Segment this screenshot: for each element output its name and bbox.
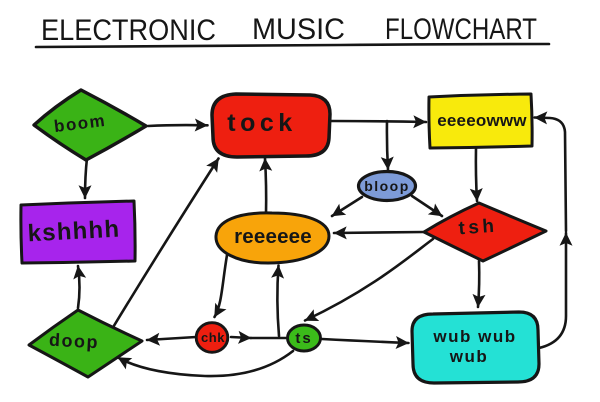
svg-text:bloop: bloop — [364, 178, 410, 194]
svg-text:tsh: tsh — [458, 216, 498, 240]
svg-text:FLOWCHART: FLOWCHART — [385, 13, 537, 46]
svg-text:ts: ts — [295, 330, 312, 347]
svg-text:doop: doop — [49, 330, 100, 353]
svg-text:chk: chk — [201, 330, 225, 345]
svg-text:tock: tock — [227, 109, 296, 137]
svg-text:MUSIC: MUSIC — [252, 13, 345, 46]
svg-text:kshhhh: kshhhh — [27, 216, 121, 248]
svg-text:eeeeowww: eeeeowww — [437, 111, 527, 130]
svg-text:reeeeee: reeeeee — [234, 225, 312, 248]
svg-text:wub: wub — [449, 347, 489, 366]
svg-text:wub wub: wub wub — [432, 327, 516, 346]
svg-text:ELECTRONIC: ELECTRONIC — [41, 14, 216, 47]
